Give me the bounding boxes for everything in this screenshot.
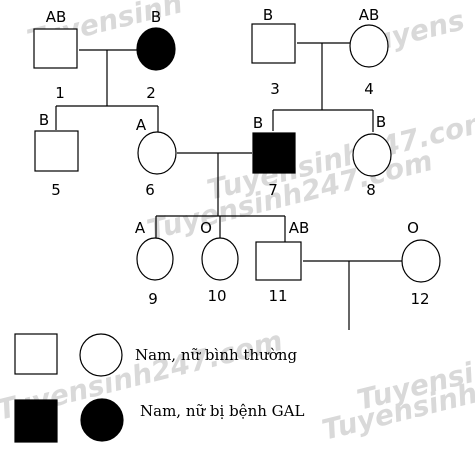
blood-type-label: B	[151, 8, 161, 26]
female-affected-symbol	[136, 27, 176, 71]
blood-type-label: B	[39, 111, 49, 129]
male-healthy-symbol	[255, 241, 302, 281]
blood-type-label: B	[253, 114, 263, 132]
female-healthy-symbol	[349, 24, 389, 68]
individual-number: 12	[410, 290, 429, 308]
individual-2: B 2	[136, 8, 176, 102]
individual-10: O 10	[200, 219, 239, 305]
individual-6: A 6	[136, 116, 177, 199]
individual-number: 7	[268, 181, 278, 199]
blood-type-label: O	[200, 219, 212, 237]
individual-number: 5	[51, 181, 61, 199]
male-healthy-symbol	[251, 23, 296, 64]
blood-type-label: B	[263, 6, 273, 24]
female-healthy-symbol	[137, 131, 177, 175]
legend-male-healthy-symbol	[14, 333, 58, 375]
relationship-lines	[55, 42, 402, 330]
individual-7: B 7	[252, 114, 296, 199]
blood-type-label: B	[376, 113, 386, 131]
individual-5: B 5	[34, 111, 79, 199]
male-healthy-symbol	[34, 130, 79, 172]
male-healthy-symbol	[33, 28, 78, 69]
male-affected-symbol	[252, 132, 296, 174]
individual-12: O 12	[401, 219, 441, 308]
individual-3: B 3	[251, 6, 296, 98]
female-healthy-symbol	[352, 133, 392, 177]
female-healthy-symbol	[136, 237, 174, 281]
legend-female-healthy-symbol	[79, 333, 123, 377]
legend-normal-label: Nam, nữ bình thường	[135, 346, 297, 364]
individual-number: 3	[270, 80, 280, 98]
legend-female-affected-symbol	[80, 398, 124, 442]
individual-number: 2	[146, 84, 156, 102]
individual-number: 9	[148, 290, 158, 308]
blood-type-label: AB	[46, 8, 67, 26]
individual-1: AB 1	[33, 8, 78, 102]
blood-type-label: AB	[359, 6, 380, 24]
individual-number: 1	[55, 84, 65, 102]
blood-type-label: A	[135, 219, 146, 237]
individual-number: 6	[145, 181, 155, 199]
blood-type-label: O	[407, 219, 419, 237]
blood-type-label: A	[136, 116, 147, 134]
legend-affected-label: Nam, nữ bị bệnh GAL	[140, 402, 304, 420]
female-healthy-symbol	[401, 239, 441, 283]
legend: Nam, nữ bình thường Nam, nữ bị bệnh GAL	[14, 333, 304, 443]
individual-11: AB 11	[255, 219, 310, 305]
blood-type-label: AB	[289, 219, 310, 237]
individual-number: 8	[366, 181, 376, 199]
individual-9: A 9	[135, 219, 174, 308]
legend-male-affected-symbol	[14, 399, 58, 443]
individual-number: 10	[207, 287, 226, 305]
individual-4: AB 4	[349, 6, 389, 98]
individual-number: 11	[268, 287, 287, 305]
individual-8: B 8	[352, 113, 392, 199]
individual-number: 4	[364, 80, 374, 98]
female-healthy-symbol	[201, 237, 239, 281]
